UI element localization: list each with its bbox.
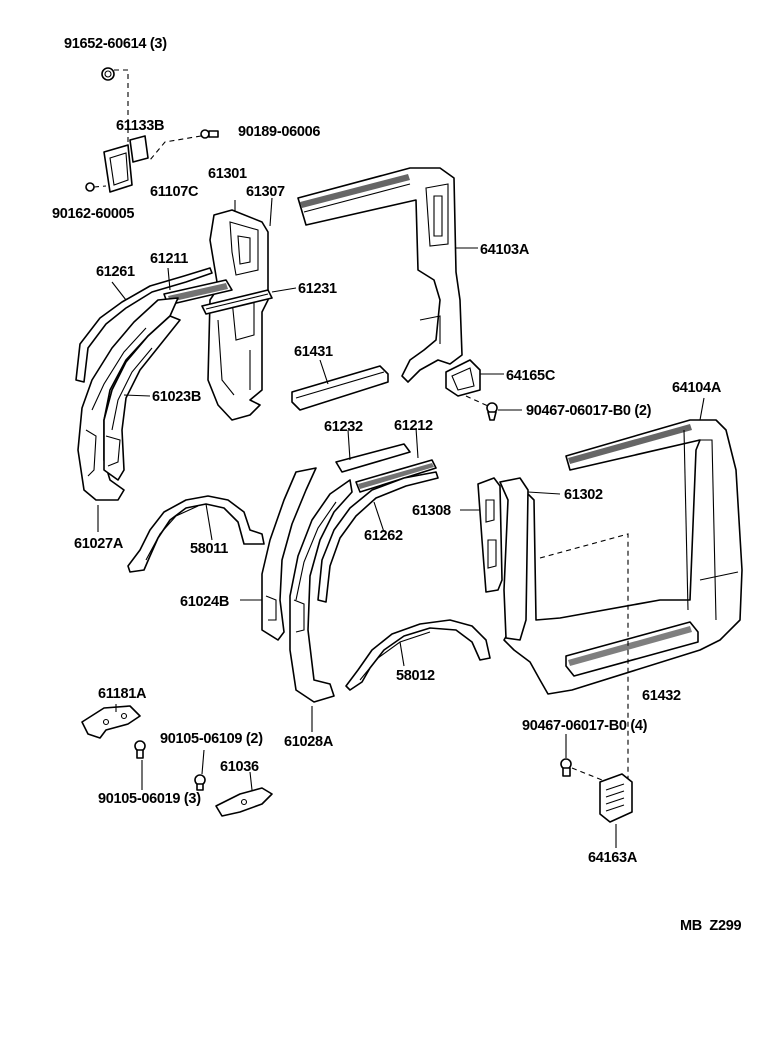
label-61262: 61262 bbox=[364, 528, 403, 544]
arch-61262 bbox=[317, 471, 439, 603]
label-61212: 61212 bbox=[394, 418, 433, 434]
screw-90189 bbox=[200, 129, 219, 139]
label-61036: 61036 bbox=[220, 759, 259, 775]
label-64103A: 64103A bbox=[480, 242, 530, 258]
panel-61028A bbox=[289, 479, 353, 703]
label-64163A: 64163A bbox=[588, 850, 638, 866]
rail-61232 bbox=[335, 443, 411, 473]
wheelarch-58012 bbox=[345, 619, 491, 691]
bracket-61133B bbox=[129, 135, 149, 163]
label-90105-lower: 90105-06019 (3) bbox=[98, 791, 201, 807]
label-61308: 61308 bbox=[412, 503, 451, 519]
rocker-61432 bbox=[565, 621, 699, 677]
bolt-90105-lower bbox=[134, 740, 146, 759]
label-61211: 61211 bbox=[150, 251, 188, 267]
vent-64163A bbox=[599, 773, 633, 823]
label-90467-lower: 90467-06017-B0 (4) bbox=[522, 718, 648, 734]
label-90467-upper: 90467-06017-B0 (2) bbox=[526, 403, 652, 419]
label-61107C: 61107C bbox=[150, 184, 199, 200]
label-61231: 61231 bbox=[298, 281, 337, 297]
label-90105-upper: 90105-06109 (2) bbox=[160, 731, 263, 747]
label-61027A: 61027A bbox=[74, 536, 124, 552]
bolt-90105-upper bbox=[194, 774, 206, 791]
rocker-61431 bbox=[291, 365, 389, 411]
rail-61212 bbox=[355, 459, 437, 493]
panel-61027A bbox=[77, 297, 179, 501]
panel-61024B bbox=[261, 467, 317, 641]
label-61431: 61431 bbox=[294, 344, 333, 360]
panel-61023B bbox=[103, 315, 181, 481]
pillar-61302 bbox=[499, 477, 529, 641]
bracket-61107C bbox=[103, 144, 133, 193]
screw-90467-upper bbox=[486, 402, 498, 421]
label-91652: 91652-60614 (3) bbox=[64, 36, 167, 52]
label-61023B: 61023B bbox=[152, 389, 201, 405]
arch-61261 bbox=[75, 267, 213, 383]
pillar-61301 bbox=[207, 209, 269, 421]
label-90189: 90189-06006 bbox=[238, 124, 320, 140]
bracket-61036 bbox=[215, 787, 273, 817]
label-61261: 61261 bbox=[96, 264, 135, 280]
label-90162: 90162-60005 bbox=[52, 206, 134, 222]
label-61028A: 61028A bbox=[284, 734, 334, 750]
label-61302: 61302 bbox=[564, 487, 603, 503]
label-64165C: 64165C bbox=[506, 368, 556, 384]
bracket-61181A bbox=[81, 705, 141, 739]
diagram-code: MB Z299 bbox=[680, 918, 741, 934]
label-61307: 61307 bbox=[246, 184, 285, 200]
label-64104A: 64104A bbox=[672, 380, 722, 396]
label-61232: 61232 bbox=[324, 419, 363, 435]
panel-64103A bbox=[297, 167, 463, 383]
label-61181A: 61181A bbox=[98, 686, 147, 702]
wheelarch-58011 bbox=[127, 495, 265, 573]
pillar-61308 bbox=[477, 477, 503, 593]
bolt-91652 bbox=[101, 67, 115, 81]
label-61432: 61432 bbox=[642, 688, 681, 704]
label-61024B: 61024B bbox=[180, 594, 229, 610]
vent-64165C bbox=[445, 359, 481, 397]
screw-90467-lower bbox=[560, 758, 572, 777]
label-58011: 58011 bbox=[190, 541, 228, 557]
label-58012: 58012 bbox=[396, 668, 435, 684]
label-61133B: 61133B bbox=[116, 118, 164, 134]
label-61301: 61301 bbox=[208, 166, 247, 182]
rail-61231 bbox=[201, 289, 273, 315]
screw-90162 bbox=[85, 182, 95, 192]
